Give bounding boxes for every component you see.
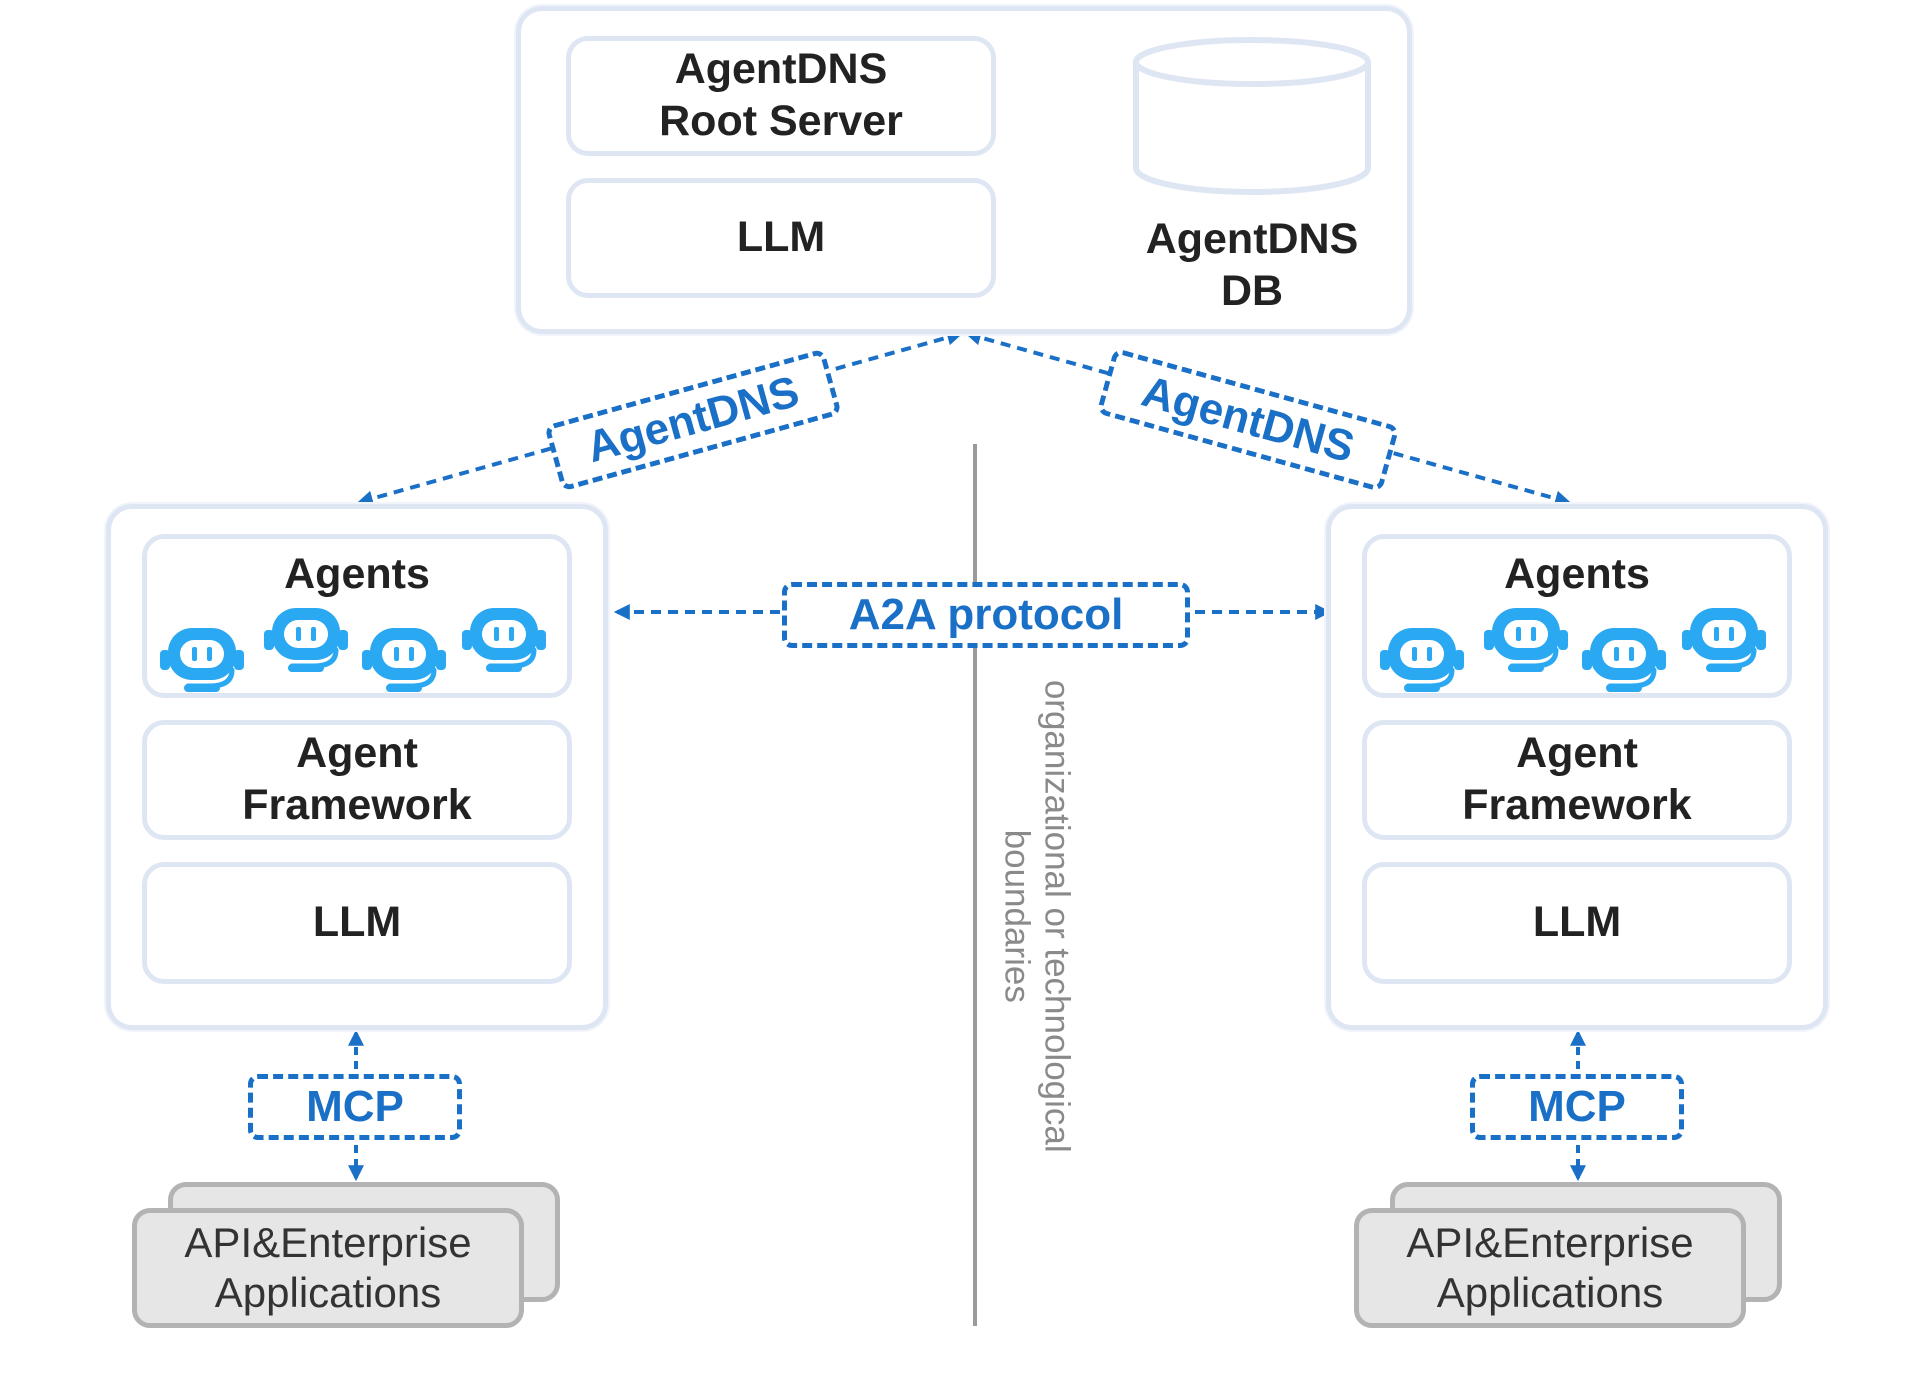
right-framework-label-2: Framework bbox=[1462, 781, 1692, 829]
right-llm-label: LLM bbox=[1532, 898, 1622, 947]
db-label-2: DB bbox=[1220, 266, 1284, 315]
boundary-label: organizational or technological boundari… bbox=[996, 656, 1077, 1176]
left-app-box[interactable]: API&Enterprise Applications bbox=[132, 1208, 524, 1328]
right-framework-box[interactable]: Agent Framework bbox=[1362, 720, 1792, 840]
right-app-box[interactable]: API&Enterprise Applications bbox=[1354, 1208, 1746, 1328]
mcp-tag-left[interactable]: MCP bbox=[248, 1074, 462, 1140]
robot-icon bbox=[158, 620, 246, 696]
robot-icon bbox=[360, 620, 448, 696]
robot-icon bbox=[1680, 600, 1768, 676]
robot-icon bbox=[460, 600, 548, 676]
root-server-label-1: AgentDNS bbox=[674, 45, 888, 94]
root-server-box[interactable]: AgentDNS Root Server bbox=[566, 36, 996, 156]
root-llm-label: LLM bbox=[736, 213, 826, 262]
db-label-1: AgentDNS bbox=[1145, 215, 1359, 263]
mcp-tag-right[interactable]: MCP bbox=[1470, 1074, 1684, 1140]
left-framework-box[interactable]: Agent Framework bbox=[142, 720, 572, 840]
robot-icon bbox=[1482, 600, 1570, 676]
agentdns-db-label: AgentDNS DB bbox=[1112, 214, 1392, 317]
left-agents-label: Agents bbox=[284, 550, 430, 598]
right-llm-box[interactable]: LLM bbox=[1362, 862, 1792, 984]
a2a-protocol-label: A2A protocol bbox=[848, 590, 1124, 639]
robot-icon bbox=[262, 600, 350, 676]
root-llm-box[interactable]: LLM bbox=[566, 178, 996, 298]
right-framework-label-1: Agent bbox=[1516, 729, 1638, 778]
database-icon bbox=[1133, 37, 1371, 195]
boundary-label-1: organizational or technological bbox=[1037, 679, 1077, 1153]
right-app-label-2: Applications bbox=[1436, 1269, 1664, 1316]
robot-icon bbox=[1378, 620, 1466, 696]
boundary-label-2: boundaries bbox=[997, 829, 1036, 1003]
a2a-protocol-tag[interactable]: A2A protocol bbox=[782, 582, 1190, 648]
left-app-label-2: Applications bbox=[214, 1269, 442, 1316]
left-llm-box[interactable]: LLM bbox=[142, 862, 572, 984]
left-llm-label: LLM bbox=[312, 898, 402, 947]
left-framework-label-2: Framework bbox=[242, 781, 472, 829]
root-server-label-2: Root Server bbox=[659, 97, 903, 145]
right-agents-label: Agents bbox=[1504, 550, 1650, 598]
left-framework-label-1: Agent bbox=[296, 729, 418, 778]
left-app-label-1: API&Enterprise bbox=[184, 1218, 472, 1266]
robot-icon bbox=[1580, 620, 1668, 696]
right-app-label-1: API&Enterprise bbox=[1406, 1218, 1694, 1266]
mcp-left-label: MCP bbox=[306, 1082, 404, 1131]
mcp-right-label: MCP bbox=[1528, 1082, 1626, 1131]
